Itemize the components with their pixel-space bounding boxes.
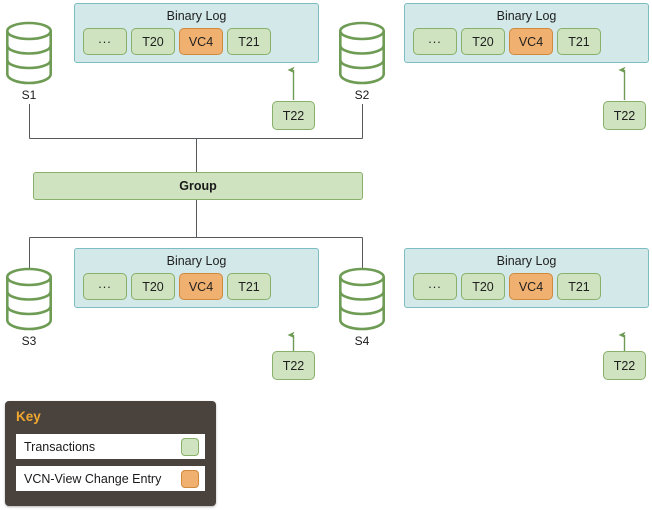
binary-log-title: Binary Log [166,254,227,268]
database-cylinder-icon [338,21,386,85]
binary-log-entries: ... T20 VC4 T21 [413,28,601,55]
binary-log-s2: Binary Log ... T20 VC4 T21 [404,3,649,63]
log-entry-t21: T21 [227,28,271,55]
binary-log-s1: Binary Log ... T20 VC4 T21 [74,3,319,63]
log-entry-t21: T21 [557,28,601,55]
pending-transaction-s3: T22 [272,351,315,380]
group-bar: Group [33,172,363,200]
log-entry-ellipsis: ... [83,273,127,300]
database-cylinder-icon [338,267,386,331]
binary-log-entries: ... T20 VC4 T21 [83,28,271,55]
key-item-label: Transactions [24,439,96,454]
log-entry-vc4: VC4 [179,28,223,55]
binary-log-title: Binary Log [496,254,557,268]
binary-log-title: Binary Log [496,9,557,23]
vcn-swatch-icon [181,469,199,488]
key-item-transactions: Transactions [16,434,205,459]
server-label-s2: S2 [354,88,370,102]
server-label-s3: S3 [21,334,37,348]
log-entry-t20: T20 [461,273,505,300]
pending-transaction-s1: T22 [272,101,315,130]
log-entry-ellipsis: ... [413,28,457,55]
key-item-vcn: VCN-View Change Entry [16,466,205,491]
key-title: Key [16,409,41,424]
key-legend: Key Transactions VCN-View Change Entry [5,401,216,506]
log-entry-vc4: VC4 [509,28,553,55]
server-label-s1: S1 [21,88,37,102]
pending-transaction-s4: T22 [603,351,646,380]
log-entry-t21: T21 [227,273,271,300]
log-entry-t20: T20 [131,28,175,55]
log-entry-t20: T20 [131,273,175,300]
binary-log-title: Binary Log [166,9,227,23]
transaction-swatch-icon [181,437,199,456]
log-entry-vc4: VC4 [509,273,553,300]
binary-log-entries: ... T20 VC4 T21 [413,273,601,300]
server-label-s4: S4 [354,334,370,348]
log-entry-t21: T21 [557,273,601,300]
log-entry-ellipsis: ... [83,28,127,55]
binary-log-s4: Binary Log ... T20 VC4 T21 [404,248,649,308]
pending-transaction-s2: T22 [603,101,646,130]
log-entry-vc4: VC4 [179,273,223,300]
log-entry-ellipsis: ... [413,273,457,300]
database-cylinder-icon [5,267,53,331]
log-entry-t20: T20 [461,28,505,55]
key-item-label: VCN-View Change Entry [24,471,162,486]
database-cylinder-icon [5,21,53,85]
binary-log-entries: ... T20 VC4 T21 [83,273,271,300]
binary-log-s3: Binary Log ... T20 VC4 T21 [74,248,319,308]
